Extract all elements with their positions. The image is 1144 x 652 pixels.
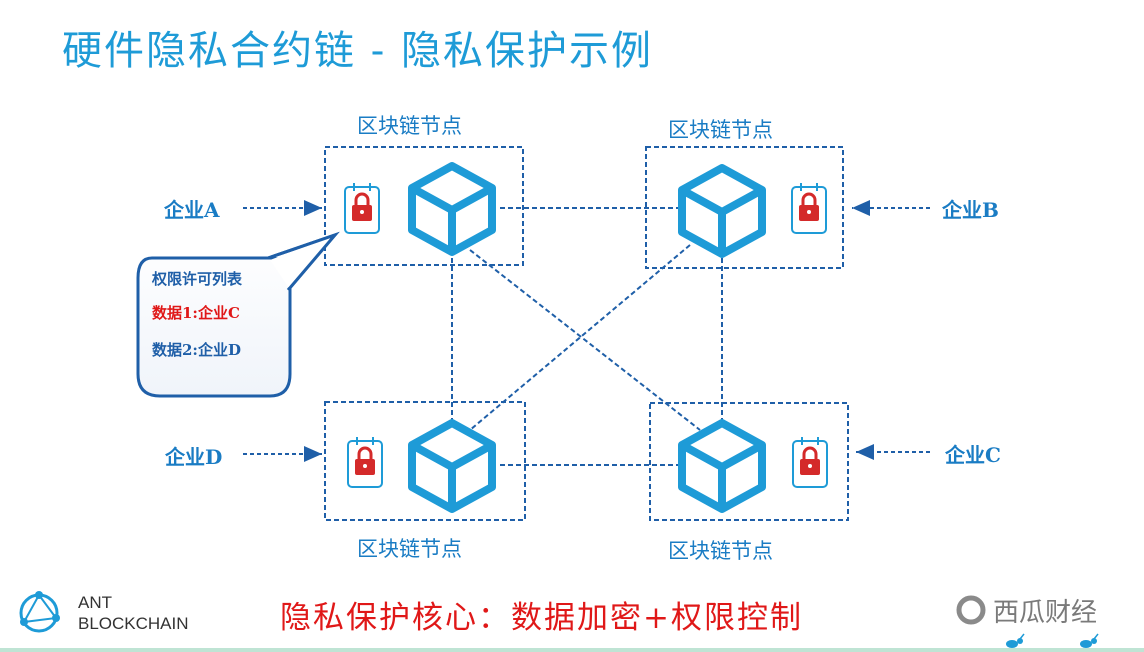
footer-divider — [0, 648, 1144, 652]
enterprise-d-label: 企业D — [165, 445, 223, 469]
cube-icon — [412, 423, 492, 509]
lock-icon — [346, 435, 384, 489]
link-diag-1 — [469, 249, 701, 431]
node-label-bottom-right: 区块链节点 — [668, 539, 773, 563]
enterprise-a-label: 企业A — [164, 198, 220, 222]
cube-icon — [682, 423, 762, 509]
watermark-text: 西瓜财经 — [993, 598, 1098, 628]
node-box-top-left — [324, 146, 524, 266]
node-box-top-right — [645, 146, 844, 269]
logo-line-1: ANT — [78, 593, 112, 612]
watermark-logo-icon — [956, 595, 986, 625]
node-label-bottom-left: 区块链节点 — [357, 537, 462, 561]
bubble-heading: 权限许可列表 — [152, 270, 243, 288]
cube-icon — [682, 168, 762, 254]
node-box-bottom-left — [324, 401, 526, 521]
lock-icon — [790, 181, 828, 235]
ant-blockchain-logo-icon — [19, 591, 60, 633]
page-title: 硬件隐私合约链 - 隐私保护示例 — [62, 28, 653, 74]
enterprise-b-label: 企业B — [942, 198, 999, 222]
node-box-bottom-right — [649, 402, 849, 521]
ant-blockchain-logo-text: ANT BLOCKCHAIN — [78, 592, 189, 634]
node-label-top-right: 区块链节点 — [668, 118, 773, 142]
enterprise-c-label: 企业C — [945, 443, 1001, 467]
lock-icon — [343, 181, 381, 235]
cube-icon — [412, 166, 492, 252]
logo-line-2: BLOCKCHAIN — [78, 614, 189, 633]
privacy-core-text: 隐私保护核心：数据加密+权限控制 — [280, 600, 803, 636]
lock-icon — [791, 435, 829, 489]
ant-decoration-icon — [1006, 633, 1099, 648]
node-label-top-left: 区块链节点 — [357, 114, 462, 138]
bubble-line-2: 数据2:企业D — [152, 341, 241, 359]
bubble-line-1: 数据1:企业C — [152, 304, 240, 322]
